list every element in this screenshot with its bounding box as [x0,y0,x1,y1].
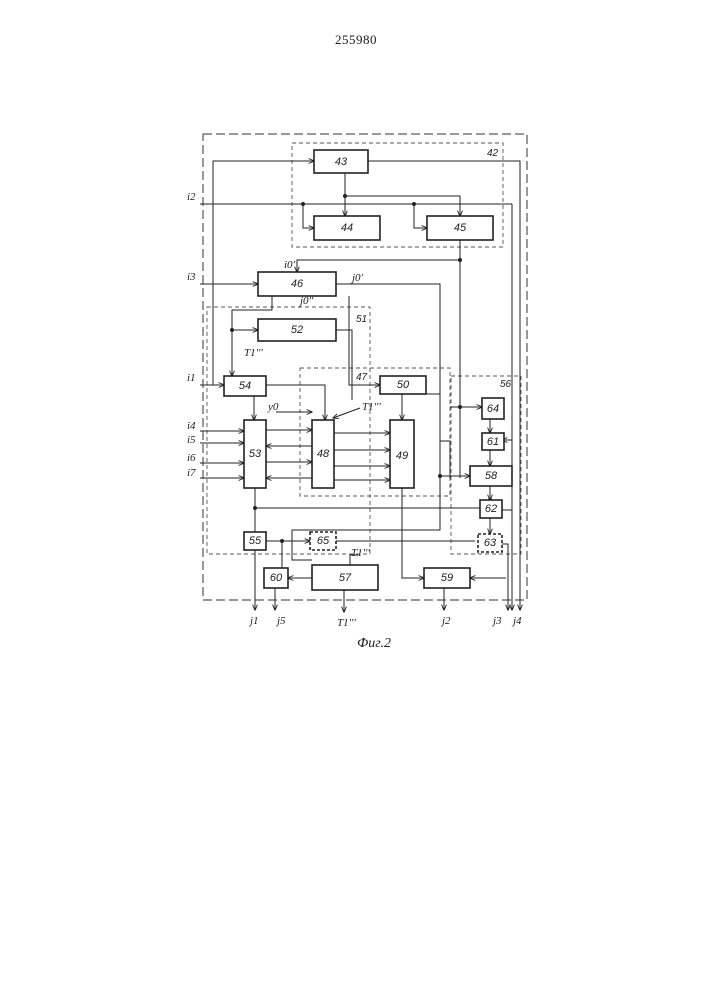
output-j2: j2 [440,615,451,627]
input-i4: i4 [187,420,196,432]
label-t1-group51: T1''' [244,347,263,359]
block-45-label: 45 [454,222,467,234]
block-60: 60 [264,568,288,588]
label-t1-block57: T1''' [351,547,370,559]
block-46: 46 [258,272,336,296]
block-55: 55 [244,532,266,550]
block-44: 44 [314,216,380,240]
block-64-label: 64 [487,403,499,415]
block-64: 64 [482,398,504,419]
group-56-label: 56 [500,379,512,390]
group-47-label: 47 [356,372,368,383]
block-63-label: 63 [484,537,497,549]
label-j0-double-prime: j0'' [298,295,314,307]
block-43: 43 [314,150,368,173]
block-57-label: 57 [339,572,352,584]
block-52-label: 52 [291,324,303,336]
block-63: 63 [478,534,502,552]
block-45: 45 [427,216,493,240]
block-48-label: 48 [317,448,330,460]
input-i3: i3 [187,271,196,283]
block-62: 62 [480,500,502,518]
block-65-label: 65 [317,535,330,547]
block-46-label: 46 [291,278,304,290]
block-48: 48 [312,420,334,488]
block-49-label: 49 [396,450,408,462]
input-i1: i1 [187,372,196,384]
figure-caption: Фиг.2 [357,636,391,652]
block-61-label: 61 [487,436,499,448]
block-59-label: 59 [441,572,453,584]
block-61: 61 [482,433,504,450]
output-j1: j1 [248,615,259,627]
input-i5: i5 [187,434,196,446]
block-50: 50 [380,376,426,394]
block-65: 65 [310,532,336,550]
input-i7: i7 [187,467,196,479]
block-49: 49 [390,420,414,488]
output-j5: j5 [275,615,286,627]
junction-dots [230,194,492,543]
block-55-label: 55 [249,535,262,547]
block-53: 53 [244,420,266,488]
block-58: 58 [470,466,512,486]
label-t1-block48: T1''' [362,401,381,413]
input-y0: y0 [267,401,279,413]
block-57: 57 [312,565,378,590]
output-j3: j3 [491,615,502,627]
group-51-label: 51 [356,314,367,325]
input-i2: i2 [187,191,196,203]
block-54: 54 [224,376,266,396]
block-44-label: 44 [341,222,353,234]
block-53-label: 53 [249,448,262,460]
output-j4: j4 [511,615,522,627]
block-58-label: 58 [485,470,498,482]
block-52: 52 [258,319,336,341]
output-t1: T1''' [337,617,356,629]
block-43-label: 43 [335,156,348,168]
block-59: 59 [424,568,470,588]
group-42-label: 42 [487,148,499,159]
label-i0-prime: i0' [284,259,296,271]
block-62-label: 62 [485,503,497,515]
block-54-label: 54 [239,380,251,392]
block-50-label: 50 [397,379,410,391]
input-i6: i6 [187,452,196,464]
block-60-label: 60 [270,572,283,584]
label-j0-prime: j0' [350,272,364,284]
